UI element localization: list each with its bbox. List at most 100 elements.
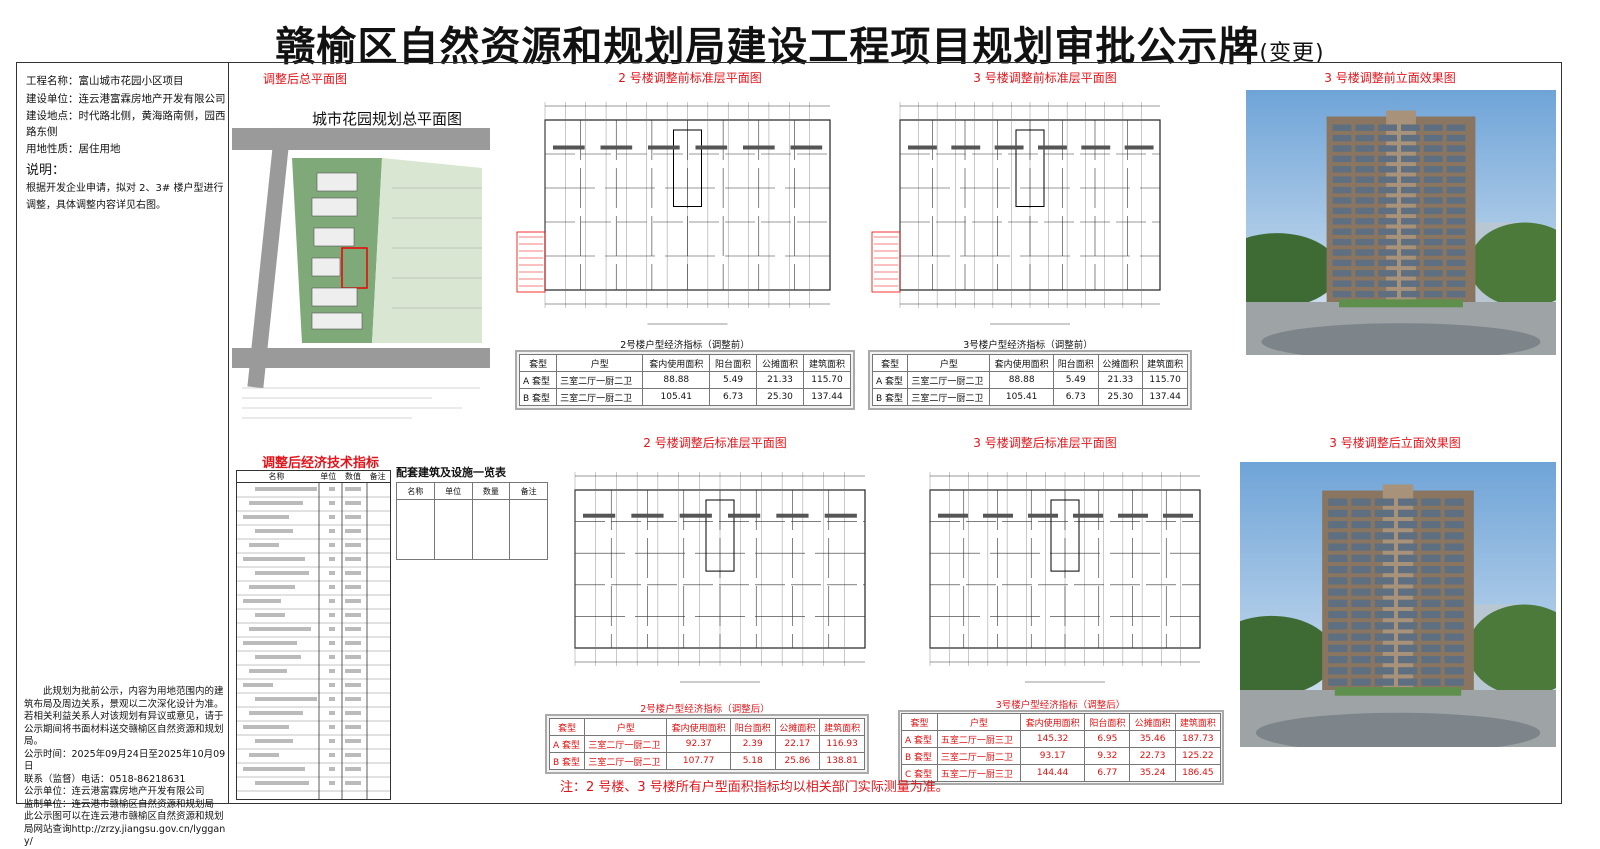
econ-header-note: 备注 bbox=[369, 472, 386, 481]
table-cell: 88.88 bbox=[642, 371, 711, 389]
econ-label: 调整后经济技术指标 bbox=[262, 456, 380, 471]
table-title-b3-after: 3号楼户型经济指标（调整后） bbox=[995, 700, 1126, 711]
table-cell: 115.70 bbox=[803, 371, 851, 389]
table-cell: 6.77 bbox=[1084, 764, 1131, 782]
render-label-after: 3 号楼调整后立面效果图 bbox=[1329, 436, 1461, 450]
project-desc: 根据开发企业申请，拟对 2、3# 楼户型进行调整，具体调整内容详见右图。 bbox=[26, 183, 224, 211]
table-cell: 137.44 bbox=[803, 388, 851, 406]
table-cell: 35.24 bbox=[1129, 764, 1176, 782]
table-cell: 22.73 bbox=[1129, 747, 1176, 765]
table-header: 阳台面积 bbox=[1052, 354, 1099, 372]
table-header: 套内使用面积 bbox=[666, 718, 731, 736]
table-header: 阳台面积 bbox=[729, 718, 776, 736]
project-info: 工程名称：富山城市花园小区项目 建设单位：连云港富霖房地产开发有限公司 建设地点… bbox=[26, 72, 226, 214]
table-title-b2-after: 2号楼户型经济指标（调整后） bbox=[640, 704, 770, 715]
table-cell: 三室二厅一厨二卫 bbox=[556, 388, 644, 406]
table-cell: 186.45 bbox=[1174, 764, 1222, 782]
table-cell: A 套型 bbox=[548, 735, 586, 753]
notice-publisher: 公示单位：连云港富霖房地产开发有限公司 bbox=[24, 786, 205, 797]
table-cell: A 套型 bbox=[871, 371, 909, 389]
table-header: 套内使用面积 bbox=[1020, 713, 1086, 731]
table-cell: 105.41 bbox=[642, 388, 711, 406]
render-after bbox=[1240, 462, 1556, 747]
render-before bbox=[1246, 90, 1556, 355]
table-cell: 2.39 bbox=[729, 735, 776, 753]
table-cell: 138.81 bbox=[819, 752, 865, 770]
table-header: 阳台面积 bbox=[1084, 713, 1131, 731]
facility-table: 名称单位数量备注 bbox=[396, 482, 548, 560]
table-cell: 三室二厅一厨二卫 bbox=[907, 371, 991, 389]
building-render-image bbox=[1240, 462, 1556, 747]
table-header: 户型 bbox=[556, 354, 644, 372]
fac-h-name: 名称 bbox=[396, 482, 435, 500]
table-cell: B 套型 bbox=[871, 388, 909, 406]
table-cell: 5.49 bbox=[709, 371, 758, 389]
table-cell: B 套型 bbox=[518, 388, 558, 406]
econ-header-name: 名称 bbox=[268, 472, 285, 481]
econ-header-value: 数值 bbox=[344, 472, 361, 481]
render-label-before: 3 号楼调整前立面效果图 bbox=[1324, 71, 1456, 85]
econ-header-unit: 单位 bbox=[320, 472, 337, 481]
fac-h-note: 备注 bbox=[509, 482, 548, 500]
notice-contact: 联系（监督）电话：0518-86218631 bbox=[24, 773, 186, 785]
table-cell: 116.93 bbox=[819, 735, 865, 753]
fac-h-unit: 单位 bbox=[433, 482, 473, 500]
project-land-use: 用地性质：居住用地 bbox=[26, 143, 121, 155]
table-cell: B 套型 bbox=[901, 747, 938, 765]
table-cell: 25.86 bbox=[774, 752, 821, 770]
table-title-b3-before: 3号楼户型经济指标（调整前） bbox=[963, 340, 1093, 351]
table-header: 套型 bbox=[518, 354, 558, 372]
table-cell: 五室二厅一厨三卫 bbox=[936, 730, 1022, 748]
site-plan-drawing bbox=[232, 127, 490, 419]
table-header: 套型 bbox=[548, 718, 586, 736]
table-header: 公摊面积 bbox=[756, 354, 805, 372]
table-header: 公摊面积 bbox=[1097, 354, 1144, 372]
desc-label: 说明： bbox=[26, 163, 66, 178]
econ-header: 名称 单位 数值 备注 bbox=[237, 471, 390, 483]
fac-h-qty: 数量 bbox=[471, 482, 511, 500]
notice-online[interactable]: 此公示图可以在连云港市赣榆区自然资源和规划局网站查询http://zrzy.ji… bbox=[24, 811, 226, 847]
floor-plan-b2-before bbox=[516, 102, 831, 325]
site-plan-label: 调整后总平面图 bbox=[262, 72, 347, 86]
table-cell: A 套型 bbox=[518, 371, 558, 389]
title-main: 赣榆区自然资源和规划局建设工程项目规划审批公示牌 bbox=[275, 24, 1260, 70]
site-plan: 城市花园规划总平面图 bbox=[232, 98, 490, 438]
table-header: 建筑面积 bbox=[803, 354, 851, 372]
table-cell: 145.32 bbox=[1020, 730, 1086, 748]
notice-text: 此规划为批前公示，内容为用地范围内的建筑布局及周边关系，景观以二次深化设计为准。… bbox=[24, 686, 224, 747]
table-header: 建筑面积 bbox=[819, 718, 865, 736]
table-cell: 三室二厅一厨二卫 bbox=[584, 735, 668, 753]
table-cell: 144.44 bbox=[1020, 764, 1086, 782]
table-cell: 三室二厅一厨二卫 bbox=[907, 388, 991, 406]
plan-label-b2-after: 2 号楼调整后标准层平面图 bbox=[643, 436, 787, 450]
table-cell: 5.49 bbox=[1052, 371, 1099, 389]
floor-plan-b3-after bbox=[929, 472, 1201, 683]
title-suffix: (变更) bbox=[1259, 41, 1325, 66]
plan-label-b3-after: 3 号楼调整后标准层平面图 bbox=[973, 436, 1117, 450]
plan-label-b3-before: 3 号楼调整前标准层平面图 bbox=[973, 71, 1117, 85]
table-cell: 88.88 bbox=[989, 371, 1054, 389]
table-header: 户型 bbox=[584, 718, 668, 736]
table-cell: 三室二厅一厨二卫 bbox=[584, 752, 668, 770]
econ-table: 名称 单位 数值 备注 bbox=[236, 470, 391, 800]
table-cell: 三室二厅一厨二卫 bbox=[936, 747, 1022, 765]
table-cell: 6.73 bbox=[709, 388, 758, 406]
table-cell: 6.73 bbox=[1052, 388, 1099, 406]
table-cell: 五室二厅一厨三卫 bbox=[936, 764, 1022, 782]
table-cell: 22.17 bbox=[774, 735, 821, 753]
floor-plan-b3-before bbox=[871, 102, 1161, 325]
table-header: 阳台面积 bbox=[709, 354, 758, 372]
notice-period: 公示时间：2025年09月24日至2025年10月09日 bbox=[24, 748, 226, 773]
table-header: 套型 bbox=[901, 713, 938, 731]
